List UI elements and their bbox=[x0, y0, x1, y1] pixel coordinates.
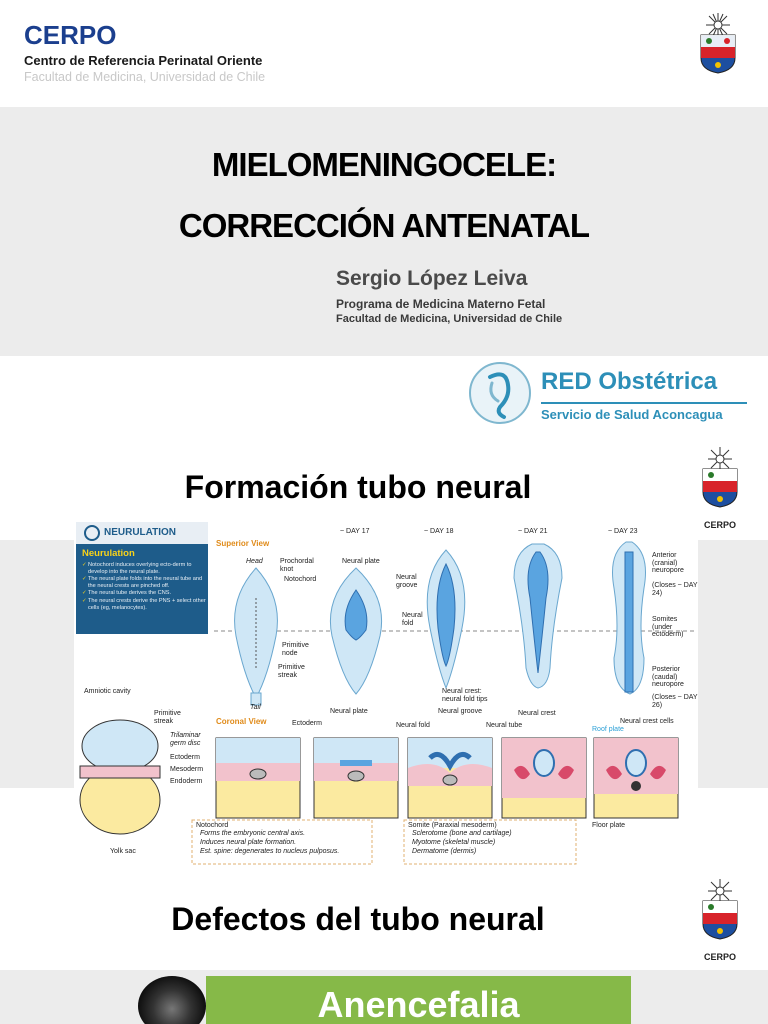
red-obstetrica-divider bbox=[541, 402, 747, 404]
neurulation-bullet: The neural tube derives the CNS. bbox=[82, 590, 206, 597]
amniotic-cavity-label: Amniotic cavity bbox=[84, 688, 131, 695]
title-slide-band bbox=[0, 107, 768, 356]
university-crest-icon bbox=[696, 12, 740, 88]
neural-plate-label: Neural plate bbox=[342, 558, 380, 565]
anencefalia-title: Anencefalia bbox=[317, 984, 520, 1024]
day18-label: ~ DAY 18 bbox=[424, 528, 454, 535]
cerpo-crest-icon: CERPO bbox=[698, 446, 742, 534]
crest-caption: CERPO bbox=[703, 520, 736, 530]
slide3-title: Defectos del tubo neural bbox=[171, 901, 545, 937]
closes-day26-label: (Closes ~ DAY 26) bbox=[652, 694, 698, 709]
author-faculty: Facultad de Medicina, Universidad de Chi… bbox=[336, 313, 563, 325]
tail-label: Tail bbox=[250, 704, 261, 711]
neural-groove-label: Neural groove bbox=[396, 574, 418, 589]
somite-note: Dermatome (dermis) bbox=[412, 848, 477, 855]
head-label: Head bbox=[246, 558, 263, 565]
neurulation-diagram: NEURULATION Neurulation Notochord induce… bbox=[74, 518, 698, 866]
red-obstetrica-title: RED Obstétrica bbox=[541, 368, 718, 395]
coronal-view-label: Coronal View bbox=[216, 717, 267, 726]
neurulation-bullets: Notochord induces overlying ecto-derm to… bbox=[82, 562, 206, 612]
neurulation-bullet: The neural crests derive the PNS + selec… bbox=[82, 598, 206, 611]
neurulation-bullet: Notochord induces overlying ecto-derm to… bbox=[82, 562, 206, 575]
notochord-label: Notochord bbox=[284, 576, 317, 583]
neural-crest-tips-label: Neural crest: neural fold tips bbox=[442, 688, 488, 703]
day17-label: ~ DAY 17 bbox=[340, 528, 370, 535]
somite-note: Sclerotome (bone and cartilage) bbox=[412, 830, 512, 837]
notochord-notes-title: Notochord bbox=[196, 822, 229, 829]
neural-fold-coronal-label: Neural fold bbox=[396, 722, 430, 729]
neural-crest-cells-label: Neural crest cells bbox=[620, 718, 674, 725]
cerpo-brand: CERPO bbox=[24, 20, 117, 50]
red-obstetrica-logo-icon bbox=[469, 362, 531, 424]
posterior-neuropore-label: Posterior (caudal) neuropore bbox=[652, 666, 684, 688]
author-name: Sergio López Leiva bbox=[336, 267, 528, 290]
primitive-streak-label: Primitive streak bbox=[278, 664, 305, 679]
cerpo-crest-icon: CERPO bbox=[698, 878, 742, 966]
primitive-node-label: Primitive node bbox=[282, 642, 309, 657]
program-name: Programa de Medicina Materno Fetal bbox=[336, 297, 546, 311]
day21-label: ~ DAY 21 bbox=[518, 528, 548, 535]
primitive-streak-section-label: Primitive streak bbox=[154, 710, 181, 725]
slide2-title: Formación tubo neural bbox=[184, 469, 532, 505]
day23-label: ~ DAY 23 bbox=[608, 528, 638, 535]
superior-view-label: Superior View bbox=[216, 539, 270, 548]
yolk-sac-label: Yolk sac bbox=[110, 848, 136, 855]
faculty-name: Facultad de Medicina, Universidad de Chi… bbox=[24, 70, 266, 84]
roof-plate-label: Roof plate bbox=[592, 726, 624, 733]
floor-plate-label: Floor plate bbox=[592, 822, 626, 829]
neurulation-bullet: The neural plate folds into the neural t… bbox=[82, 576, 206, 589]
closes-day24-label: (Closes ~ DAY 24) bbox=[652, 582, 698, 597]
neural-tube-label: Neural tube bbox=[486, 722, 523, 729]
trilaminar-label: Trilaminar germ disc bbox=[170, 732, 201, 747]
main-title-line2: CORRECCIÓN ANTENATAL bbox=[178, 207, 590, 244]
anencefalia-banner bbox=[206, 976, 631, 1024]
ultrasound-image bbox=[138, 976, 206, 1024]
neurulation-subheader: Neurulation bbox=[82, 548, 135, 559]
mesoderm-label: Mesoderm bbox=[170, 766, 204, 773]
somite-notes-title: Somite (Paraxial mesoderm) bbox=[408, 822, 497, 829]
anterior-neuropore-label: Anterior (cranial) neuropore bbox=[652, 552, 684, 574]
notochord-note: Induces neural plate formation. bbox=[200, 839, 297, 846]
neural-plate-coronal-label: Neural plate bbox=[330, 708, 368, 715]
somites-label: Somites (under ectoderm) bbox=[652, 616, 684, 638]
neurulation-panel: NEURULATION Neurulation Notochord induce… bbox=[76, 522, 208, 634]
main-title-line1: MIELOMENINGOCELE: bbox=[211, 146, 557, 183]
notochord-note: Forms the embryonic central axis. bbox=[200, 830, 306, 837]
ectoderm-coronal-label: Ectoderm bbox=[292, 720, 322, 727]
endoderm-label: Endoderm bbox=[170, 778, 203, 785]
ectoderm-label: Ectoderm bbox=[170, 754, 200, 761]
somite-note: Myotome (skeletal muscle) bbox=[412, 839, 496, 846]
neurulation-header: NEURULATION bbox=[76, 522, 208, 544]
crest-caption: CERPO bbox=[703, 952, 736, 962]
red-obstetrica-subtitle: Servicio de Salud Aconcagua bbox=[541, 407, 723, 422]
center-name: Centro de Referencia Perinatal Oriente bbox=[24, 53, 263, 68]
prochordal-knot-label: Prochordal knot bbox=[280, 558, 314, 573]
neurulation-badge-icon bbox=[84, 525, 100, 541]
neural-groove-coronal-label: Neural groove bbox=[438, 708, 482, 715]
neural-fold-label: Neural fold bbox=[402, 612, 423, 627]
neurulation-illustration bbox=[79, 541, 694, 865]
neural-crest-label: Neural crest bbox=[518, 710, 556, 717]
notochord-note: Est. spine: degenerates to nucleus pulpo… bbox=[200, 848, 340, 855]
